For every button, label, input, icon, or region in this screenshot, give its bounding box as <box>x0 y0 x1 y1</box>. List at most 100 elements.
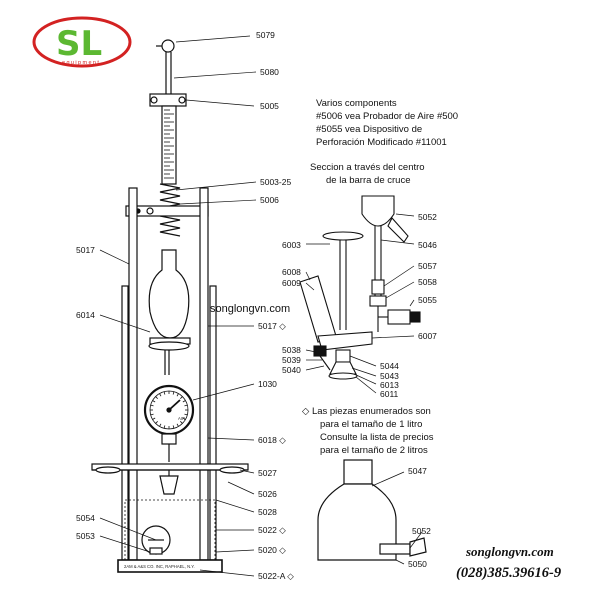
bottle-labels: 5047 5052 5050 <box>408 466 431 569</box>
crossbar-section-drawing <box>299 195 421 380</box>
apparatus-drawing: AIR <box>91 39 249 573</box>
gauge-tick <box>150 413 154 416</box>
clamp-disk <box>148 341 190 351</box>
label-6008: 6008 <box>282 267 301 277</box>
label-5050: 5050 <box>408 559 427 569</box>
footer-phone: (028)385.39616-9 <box>456 565 561 581</box>
tilted-tube <box>299 275 337 343</box>
label-5046: 5046 <box>418 240 437 250</box>
gauge-tick <box>182 400 186 403</box>
logo-ring <box>32 16 132 68</box>
top-labels: 5079 5080 5005 5003-25 5006 <box>256 30 291 205</box>
graduated-tube <box>161 105 177 185</box>
gauge-tick <box>184 413 188 416</box>
petcock-valve <box>149 93 187 107</box>
note-various-line-3: #5055 vea Dispositivo de <box>316 124 422 135</box>
leader-lines <box>99 35 423 577</box>
gauge-tick <box>150 404 154 407</box>
gauge-tick <box>163 391 166 395</box>
note-various-line-4: Perforación Modificado #11001 <box>316 137 447 148</box>
base-plate-text: 2AM & A&S CO. INC, RAPHAEL, N.Y. <box>124 564 195 569</box>
note-various-line-1: Varios components <box>316 98 397 109</box>
gauge-tick <box>152 400 156 403</box>
label-6007: 6007 <box>418 331 437 341</box>
note-sizes-line-3: Consulte la lista de precios <box>320 432 434 443</box>
note-sizes-line-1: ◇ Las piezas enumerados son <box>302 406 431 417</box>
gauge-tick <box>159 393 162 397</box>
right-rod <box>199 187 209 561</box>
label-5003-25: 5003-25 <box>260 177 291 187</box>
label-5053: 5053 <box>76 531 95 541</box>
label-5027: 5027 <box>258 468 277 478</box>
bottle-neck <box>343 459 373 485</box>
lower-valve <box>159 475 179 495</box>
watermark-text: songlongvn.com <box>210 303 290 315</box>
label-1030: 1030 <box>258 379 277 389</box>
top-knob <box>161 39 175 53</box>
gauge-tick <box>172 391 175 395</box>
label-5040: 5040 <box>282 365 301 375</box>
gauge-tick <box>176 393 179 397</box>
bottle-nozzle <box>409 537 427 557</box>
section-title: Seccion a través del centro de la barra … <box>310 162 425 186</box>
gauge-tick <box>163 425 166 429</box>
note-sizes-line-2: para el tamaño de 1 litro <box>320 419 422 430</box>
label-5005: 5005 <box>260 101 279 111</box>
company-logo: SL equipment <box>32 16 132 68</box>
label-5022-a: 5022-A ◇ <box>258 571 294 581</box>
gauge-tick <box>155 421 158 424</box>
logo-letters: SL <box>56 24 102 64</box>
label-5028: 5028 <box>258 507 277 517</box>
label-5039: 5039 <box>282 355 301 365</box>
left-labels: 5017 6014 5054 5053 <box>76 245 95 541</box>
label-6009: 6009 <box>282 278 301 288</box>
gauge-tick <box>184 404 188 407</box>
base-plate <box>117 559 223 573</box>
gauge-tick <box>180 396 183 399</box>
section-labels: 5052 5046 6003 5057 6008 6009 5058 5055 … <box>282 212 437 399</box>
gauge-text: AIR <box>178 416 185 421</box>
note-various-line-2: #5006 vea Probador de Aire #500 <box>316 111 458 122</box>
sizes-note: ◇ Las piezas enumerados son para el tama… <box>302 406 434 456</box>
label-5054: 5054 <box>76 513 95 523</box>
gauge-tick <box>176 423 179 427</box>
label-5020: 5020 ◇ <box>258 545 286 555</box>
section-crossbar <box>317 331 373 351</box>
gauge-tick <box>152 417 156 420</box>
center-labels: 5017 ◇ 1030 6018 ◇ 5027 5026 5028 5022 ◇… <box>258 321 294 581</box>
label-6018: 6018 ◇ <box>258 435 286 445</box>
label-5058: 5058 <box>418 277 437 287</box>
logo-subtitle: equipment <box>62 60 100 66</box>
label-5043: 5043 <box>380 371 399 381</box>
label-5026: 5026 <box>258 489 277 499</box>
left-rod <box>128 187 138 561</box>
glass-bulb <box>148 249 190 339</box>
label-5038: 5038 <box>282 345 301 355</box>
label-6014: 6014 <box>76 310 95 320</box>
label-5047: 5047 <box>408 466 427 476</box>
section-valve-body <box>361 195 395 227</box>
section-title-line-2: de la barra de cruce <box>326 175 411 186</box>
label-6011: 6011 <box>380 389 399 399</box>
label-5055: 5055 <box>418 295 437 305</box>
gauge-tick <box>172 425 175 429</box>
label-5017: 5017 ◇ <box>258 321 286 331</box>
gauge-tick <box>159 423 162 427</box>
section-title-line-1: Seccion a través del centro <box>310 162 425 173</box>
label-6013: 6013 <box>380 380 399 390</box>
gauge-tick <box>182 417 186 420</box>
label-5022: 5022 ◇ <box>258 525 286 535</box>
screw-valve <box>387 309 411 325</box>
label-5057: 5057 <box>418 261 437 271</box>
footer-website: songlongvn.com <box>465 544 554 559</box>
label-5044: 5044 <box>380 361 399 371</box>
label-bottle-5052: 5052 <box>412 526 431 536</box>
label-section-5052: 5052 <box>418 212 437 222</box>
label-6003: 6003 <box>282 240 301 250</box>
gauge-tick <box>155 396 158 399</box>
footer: songlongvn.com (028)385.39616-9 <box>456 544 561 581</box>
gauge-tick <box>180 421 183 424</box>
label-5017-left: 5017 <box>76 245 95 255</box>
label-5079: 5079 <box>256 30 275 40</box>
